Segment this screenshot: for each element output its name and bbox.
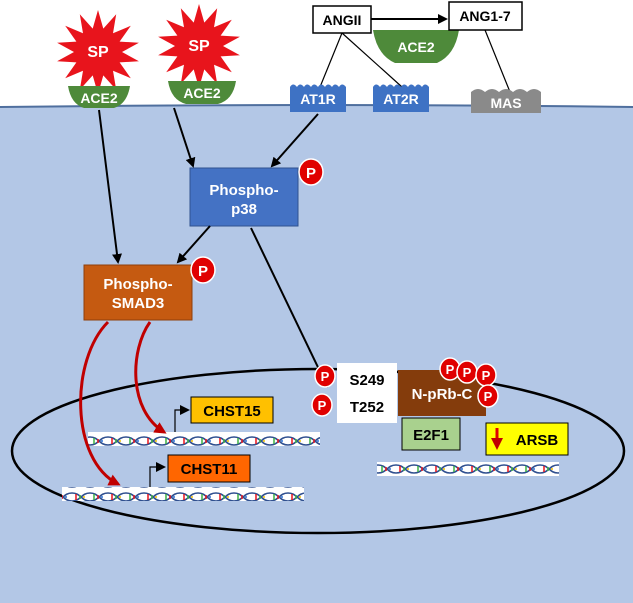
phospho-marker-nprb-4: P — [477, 384, 499, 408]
smad3-to-chst11-arrow — [79, 320, 121, 486]
cell-body — [0, 105, 633, 603]
svg-text:P: P — [318, 398, 327, 413]
receptor-shape — [168, 81, 236, 104]
sites-box — [337, 363, 397, 423]
phospho-marker-nprb-1: P — [439, 357, 461, 381]
receptor-shape — [373, 30, 459, 63]
svg-text:P: P — [463, 365, 472, 380]
nprb-box: N-pRb-C — [398, 370, 486, 416]
ang17-mas-line — [484, 29, 511, 93]
site-t252: T252 — [350, 399, 384, 416]
ace2-label: ACE2 — [80, 90, 118, 106]
ace2-label: ACE2 — [397, 39, 435, 55]
svg-text:P: P — [446, 362, 455, 377]
svg-text:P: P — [482, 368, 491, 383]
ace2-receptor-1: ACE2 — [68, 86, 130, 108]
phospho-marker-t252: P — [311, 393, 333, 417]
receptor-shape — [68, 86, 130, 108]
at1r-label: AT1R — [300, 91, 336, 107]
ace2-receptor-3: ACE2 — [373, 30, 459, 63]
smad3-label-line1: Phospho- — [103, 276, 172, 293]
phospho-marker-p38: P — [298, 158, 324, 186]
dna-strand-arsb — [377, 462, 559, 476]
spike-label: SP — [188, 38, 210, 55]
smad3-to-chst15-arrow — [134, 321, 167, 434]
angii-at2r-line — [341, 32, 403, 88]
ace2-label: ACE2 — [183, 85, 221, 101]
at1r-to-p38-arrow — [270, 113, 319, 168]
ang17-label: ANG1-7 — [459, 8, 511, 24]
at2r-receptor: AT2R — [373, 84, 429, 112]
ang17-box: ANG1-7 — [448, 1, 523, 31]
svg-text:P: P — [198, 263, 208, 280]
chst15-label: CHST15 — [203, 403, 261, 420]
phospho-marker-s249: P — [314, 364, 336, 388]
svg-text:P: P — [306, 165, 316, 182]
p38-label-line2: p38 — [231, 201, 257, 218]
angii-box: ANGII — [312, 5, 372, 34]
arsb-label: ARSB — [516, 432, 559, 449]
p38-to-smad3-arrow — [176, 225, 211, 264]
at2r-label: AT2R — [383, 91, 419, 107]
chst11-box: CHST11 — [167, 454, 251, 483]
p38-to-nprb-arrow — [250, 227, 329, 388]
spike-protein-1: SP — [57, 10, 139, 94]
ace2-to-p38-arrow — [173, 107, 196, 168]
receptor-shape — [471, 89, 541, 113]
phospho-marker-nprb-3: P — [475, 363, 497, 387]
e2f1-box: E2F1 — [401, 417, 461, 451]
svg-text:P: P — [321, 369, 330, 384]
dna-strand-chst11 — [62, 487, 304, 501]
arsb-box: ARSB — [485, 422, 569, 456]
at1r-receptor: AT1R — [290, 84, 346, 112]
spike-label: SP — [87, 44, 109, 61]
ace2-receptor-2: ACE2 — [168, 81, 236, 104]
phospho-marker-smad3: P — [190, 256, 216, 284]
p38-label-line1: Phospho- — [209, 182, 278, 199]
ace2-to-smad3-arrow — [98, 109, 122, 264]
spike-star-icon — [57, 10, 139, 94]
spike-star-icon — [158, 4, 240, 88]
dna-strand-chst15 — [88, 432, 320, 446]
angii-label: ANGII — [323, 12, 362, 28]
site-s249: S249 — [349, 372, 384, 389]
receptor-shape — [373, 84, 429, 112]
mas-label: MAS — [490, 95, 521, 111]
phospho-smad3-box: Phospho- SMAD3 — [83, 264, 193, 321]
chst15-promoter-arrow — [174, 405, 190, 432]
chst15-box: CHST15 — [190, 396, 274, 424]
angii-at1r-line — [319, 32, 343, 88]
chst11-label: CHST11 — [181, 461, 238, 478]
smad3-label-line2: SMAD3 — [112, 295, 165, 312]
nprb-label: N-pRb-C — [412, 386, 473, 403]
spike-protein-2: SP — [158, 4, 240, 88]
e2f1-label: E2F1 — [413, 427, 449, 444]
mas-receptor: MAS — [471, 89, 541, 113]
svg-text:P: P — [484, 389, 493, 404]
phospho-marker-nprb-2: P — [456, 360, 478, 384]
phospho-p38-box: Phospho- p38 — [189, 167, 299, 227]
chst11-promoter-arrow — [149, 462, 166, 487]
receptor-shape — [290, 84, 346, 112]
